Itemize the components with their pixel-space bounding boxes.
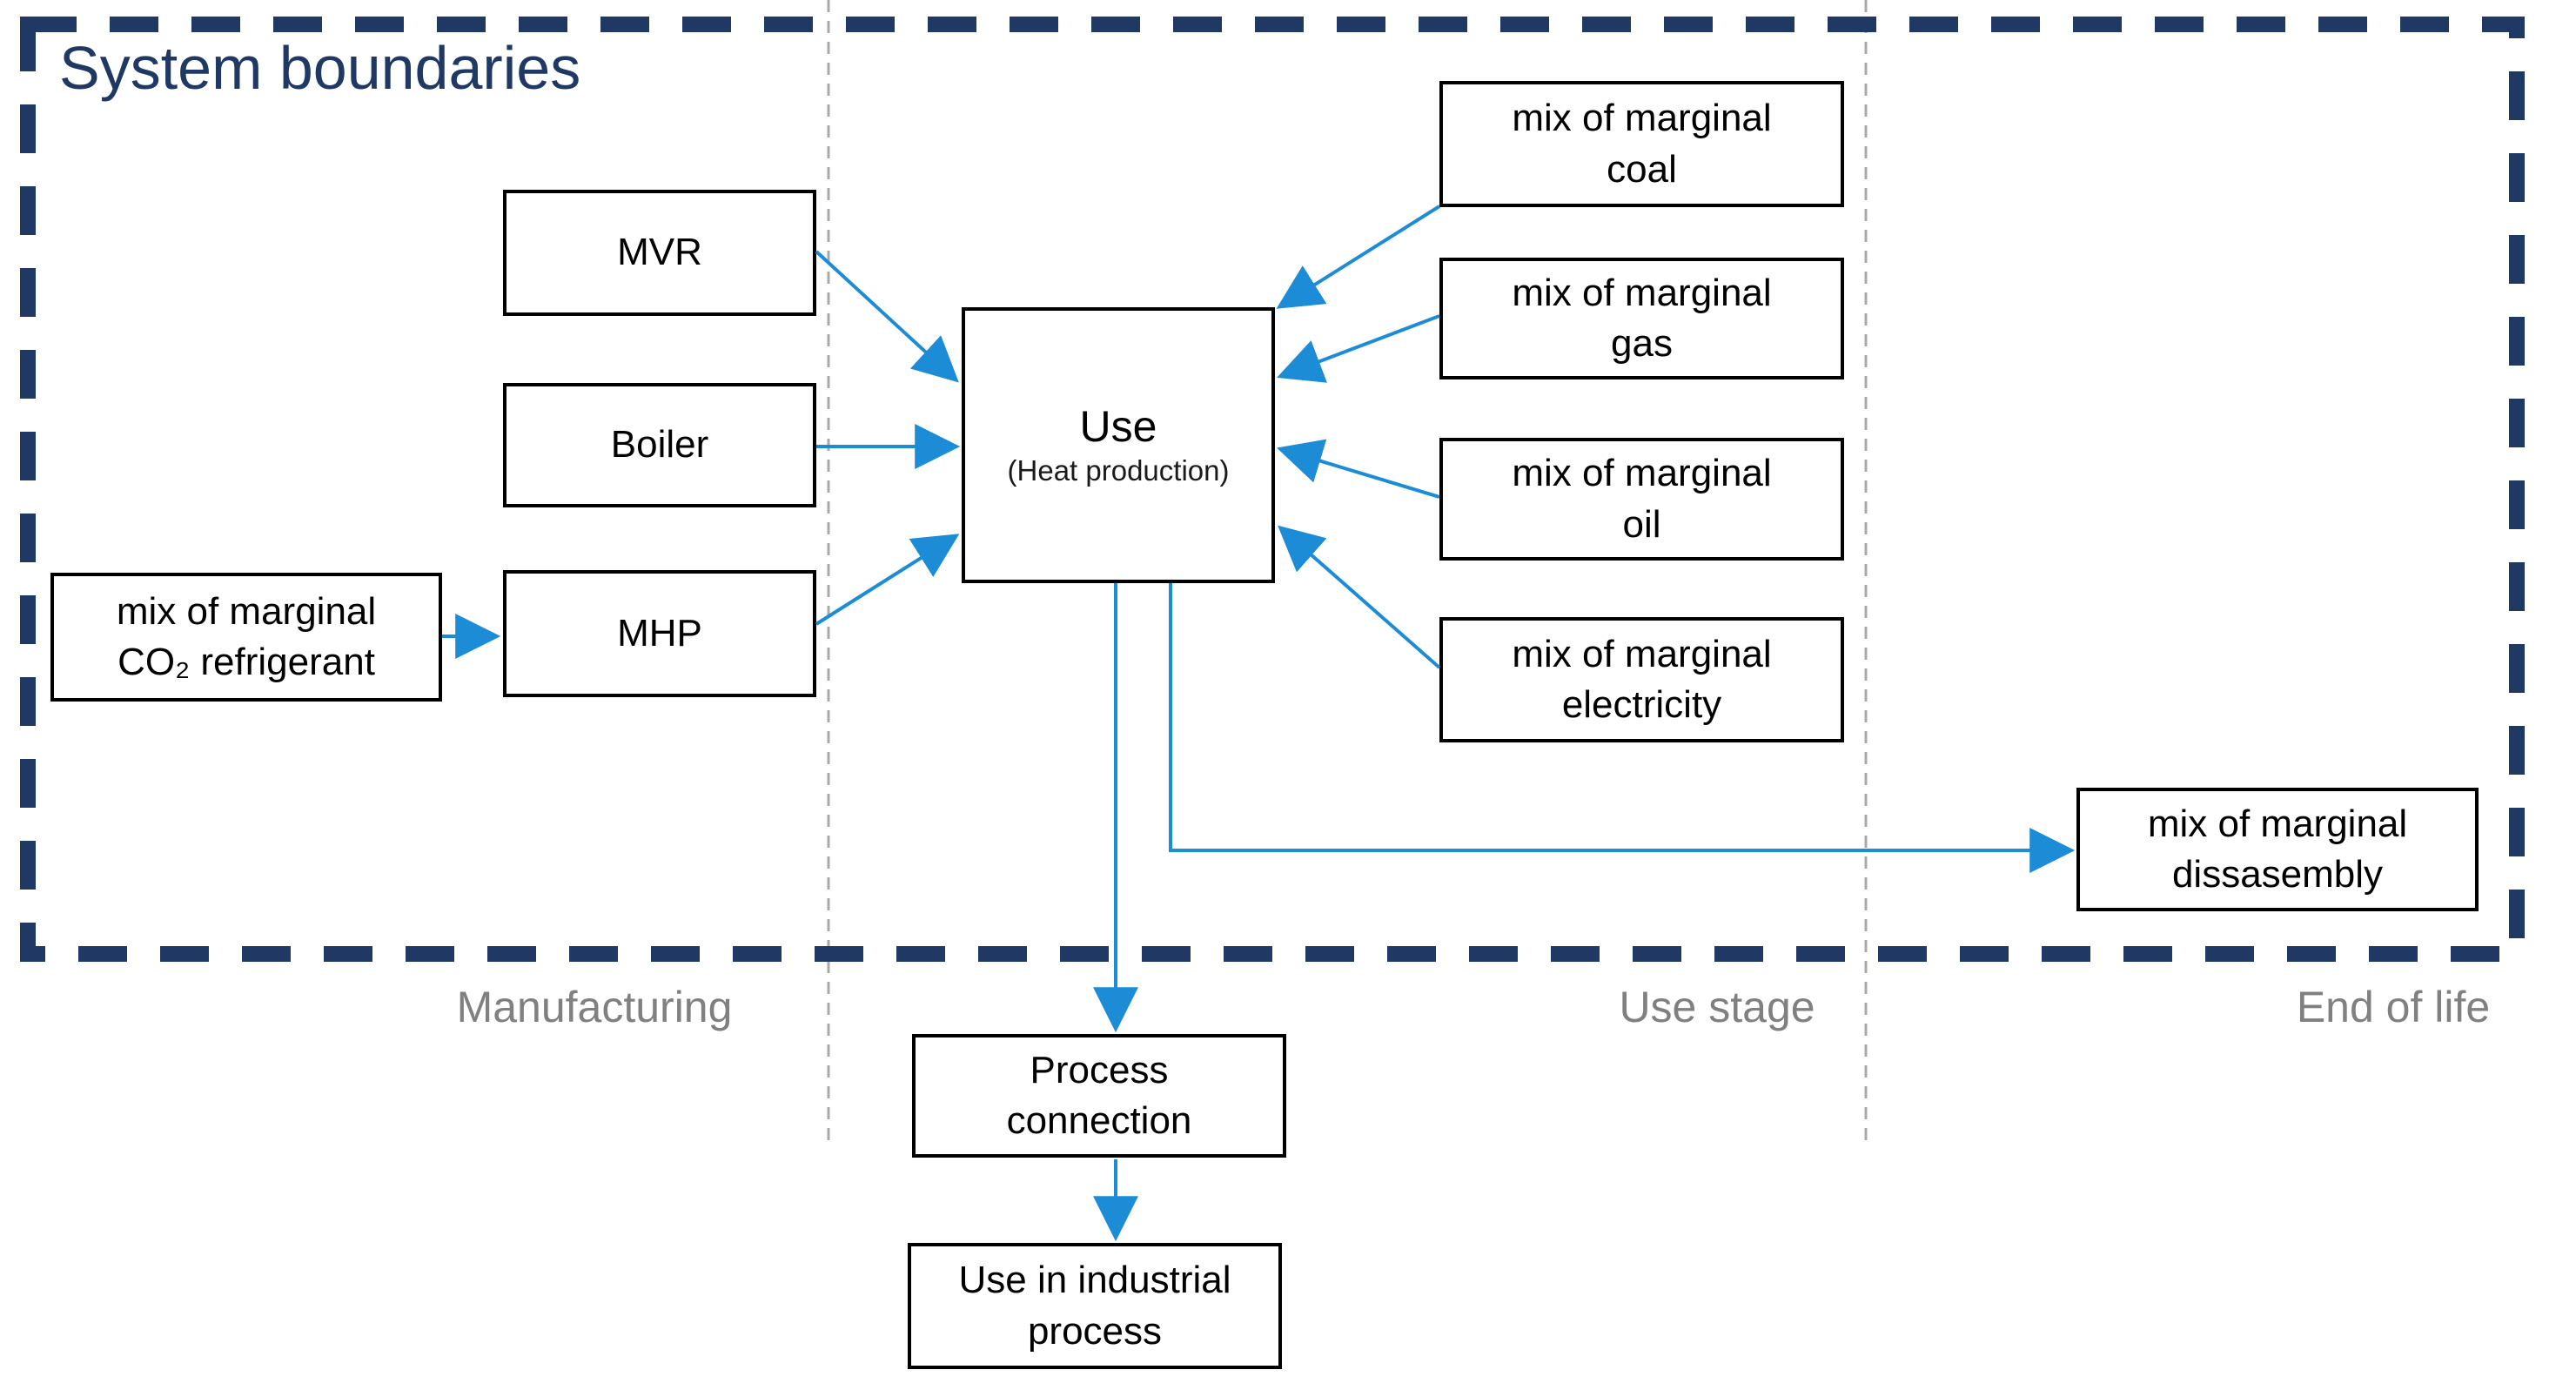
box-co2-refrigerant: mix of marginal CO₂ refrigerant [50, 573, 442, 702]
box-co2-refrigerant-line1: mix of marginal [116, 589, 377, 633]
box-mhp: MHP [503, 570, 816, 697]
box-marginal-oil-line1: mix of marginal [1512, 452, 1772, 495]
box-use-subtitle: (Heat production) [1007, 454, 1230, 487]
box-marginal-coal-line2: coal [1607, 147, 1677, 191]
box-co2-refrigerant-line2: CO₂ refrigerant [117, 641, 375, 683]
box-marginal-oil-line2: oil [1622, 502, 1661, 546]
box-use-industrial-process-line1: Use in industrial [958, 1259, 1231, 1302]
box-marginal-dissasembly-line1: mix of marginal [2147, 802, 2408, 845]
box-marginal-dissasembly: mix of marginal dissasembly [2076, 788, 2479, 911]
arrow-oil-to-use [1277, 439, 1440, 499]
box-boiler-label: Boiler [610, 423, 709, 467]
box-marginal-gas-line2: gas [1611, 322, 1673, 365]
box-process-connection-line2: connection [1006, 1099, 1192, 1142]
stage-label-manufacturing: Manufacturing [456, 983, 733, 1031]
stage-label-end-of-life: End of life [2296, 983, 2491, 1031]
box-marginal-electricity-line2: electricity [1561, 683, 1722, 726]
arrow-mhp-to-use [815, 534, 960, 626]
box-marginal-electricity: mix of marginal electricity [1439, 617, 1844, 742]
page-title: System boundaries [59, 34, 581, 102]
box-mhp-label: MHP [617, 611, 702, 655]
box-marginal-dissasembly-line2: dissasembly [2171, 853, 2384, 896]
stage-label-use-stage: Use stage [1619, 983, 1815, 1031]
arrow-mvr-to-use [815, 250, 959, 383]
arrow-electricity-to-use [1278, 525, 1441, 669]
box-marginal-coal-line1: mix of marginal [1512, 97, 1772, 140]
box-use-industrial-process: Use in industrial process [908, 1243, 1282, 1369]
arrow-gas-to-use [1277, 314, 1440, 383]
box-use-title: Use [1079, 402, 1157, 452]
box-process-connection: Process connection [912, 1034, 1286, 1158]
box-marginal-oil: mix of marginal oil [1439, 438, 1844, 561]
box-process-connection-line1: Process [1030, 1048, 1169, 1091]
box-mvr-label: MVR [617, 231, 702, 274]
box-mvr: MVR [503, 190, 816, 316]
box-boiler: Boiler [503, 383, 816, 507]
box-marginal-electricity-line1: mix of marginal [1512, 632, 1772, 675]
box-marginal-gas: mix of marginal gas [1439, 258, 1844, 379]
arrow-coal-to-use [1276, 205, 1441, 309]
box-marginal-gas-line1: mix of marginal [1512, 271, 1772, 314]
box-use-industrial-process-line2: process [1027, 1309, 1163, 1353]
box-use: Use (Heat production) [962, 307, 1275, 583]
box-marginal-coal: mix of marginal coal [1439, 81, 1844, 207]
